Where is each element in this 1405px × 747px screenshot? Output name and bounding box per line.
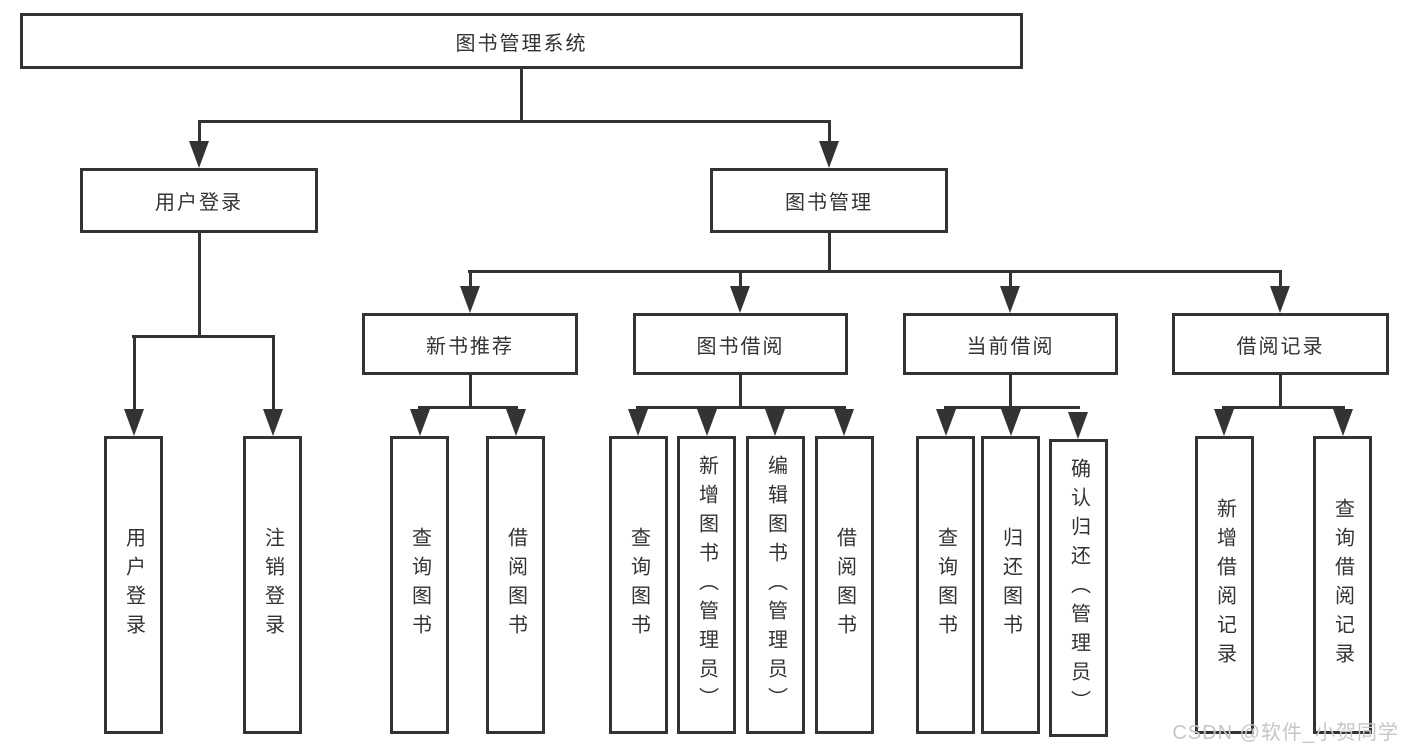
csdn-watermark: CSDN @软件_小贺同学	[1172, 722, 1399, 744]
leaf-br-query-record-label: 查询借阅记录	[1331, 498, 1354, 672]
connector-segment	[1222, 406, 1345, 409]
arrowhead-down-icon	[263, 409, 283, 436]
arrowhead-down-icon	[936, 409, 956, 436]
connector-segment	[739, 270, 742, 288]
node-root-label: 图书管理系统	[455, 32, 588, 55]
leaf-rec-borrow-book: 借阅图书	[486, 436, 545, 734]
connector-segment	[1009, 270, 1012, 288]
leaf-bb-borrow-book-label: 借阅图书	[833, 527, 856, 643]
arrowhead-down-icon	[1214, 409, 1234, 436]
connector-segment	[520, 68, 523, 121]
leaf-user-login: 用户登录	[104, 436, 163, 734]
connector-segment	[739, 375, 742, 409]
leaf-logout-label: 注销登录	[261, 527, 284, 643]
arrowhead-down-icon	[189, 141, 209, 168]
arrowhead-down-icon	[628, 409, 648, 436]
leaf-cb-confirm-return-admin: 确认归还（管理员）	[1049, 439, 1108, 737]
node-root-library-system: 图书管理系统	[20, 13, 1023, 69]
leaf-cb-return-book-label: 归还图书	[999, 527, 1022, 643]
arrowhead-down-icon	[834, 409, 854, 436]
leaf-cb-query-book: 查询图书	[916, 436, 975, 734]
node-book-management-label: 图书管理	[785, 192, 873, 214]
arrowhead-down-icon	[1270, 286, 1290, 313]
connector-segment	[1279, 270, 1282, 288]
node-user-login-label: 用户登录	[155, 192, 243, 214]
connector-segment	[132, 335, 275, 338]
connector-segment	[468, 270, 1282, 273]
connector-segment	[636, 406, 846, 409]
node-new-book-recommend-label: 新书推荐	[426, 335, 514, 358]
leaf-bb-query-book-label: 查询图书	[627, 527, 650, 643]
leaf-rec-query-book: 查询图书	[390, 436, 449, 734]
connector-segment	[469, 270, 472, 288]
arrowhead-down-icon	[1333, 409, 1353, 436]
connector-segment	[198, 120, 831, 123]
node-current-borrow-label: 当前借阅	[966, 335, 1055, 358]
node-user-login: 用户登录	[80, 168, 318, 233]
node-new-book-recommend: 新书推荐	[362, 313, 578, 375]
node-book-borrow: 图书借阅	[633, 313, 848, 375]
leaf-bb-add-book-admin-label: 新增图书（管理员）	[695, 454, 718, 716]
arrowhead-down-icon	[506, 409, 526, 436]
connector-segment	[198, 232, 201, 337]
connector-segment	[1009, 375, 1012, 409]
leaf-bb-query-book: 查询图书	[609, 436, 668, 734]
leaf-cb-return-book: 归还图书	[981, 436, 1040, 734]
leaf-logout: 注销登录	[243, 436, 302, 734]
leaf-user-login-label: 用户登录	[122, 527, 145, 643]
connector-segment	[418, 406, 518, 409]
arrowhead-down-icon	[765, 409, 785, 436]
arrowhead-down-icon	[1068, 412, 1088, 439]
connector-segment	[469, 375, 472, 409]
node-borrow-record-label: 借阅记录	[1236, 335, 1325, 358]
node-current-borrow: 当前借阅	[903, 313, 1118, 375]
connector-segment	[133, 335, 136, 411]
arrowhead-down-icon	[124, 409, 144, 436]
leaf-bb-borrow-book: 借阅图书	[815, 436, 874, 734]
arrowhead-down-icon	[819, 141, 839, 168]
leaf-bb-edit-book-admin-label: 编辑图书（管理员）	[764, 454, 787, 716]
arrowhead-down-icon	[730, 286, 750, 313]
connector-segment	[272, 335, 275, 411]
connector-segment	[1279, 375, 1282, 409]
node-borrow-record: 借阅记录	[1172, 313, 1389, 375]
leaf-cb-query-book-label: 查询图书	[934, 527, 957, 643]
leaf-br-query-record: 查询借阅记录	[1313, 436, 1372, 734]
leaf-bb-edit-book-admin: 编辑图书（管理员）	[746, 436, 805, 734]
connector-segment	[198, 120, 201, 143]
connector-segment	[944, 406, 1080, 409]
arrowhead-down-icon	[697, 409, 717, 436]
arrowhead-down-icon	[460, 286, 480, 313]
leaf-rec-query-book-label: 查询图书	[408, 527, 431, 643]
connector-segment	[828, 232, 831, 273]
leaf-bb-add-book-admin: 新增图书（管理员）	[677, 436, 736, 734]
arrowhead-down-icon	[410, 409, 430, 436]
node-book-management: 图书管理	[710, 168, 948, 233]
leaf-cb-confirm-return-admin-label: 确认归还（管理员）	[1067, 457, 1090, 719]
leaf-br-add-record-label: 新增借阅记录	[1213, 498, 1236, 672]
leaf-rec-borrow-book-label: 借阅图书	[504, 527, 527, 643]
node-book-borrow-label: 图书借阅	[696, 335, 785, 358]
connector-segment	[828, 120, 831, 143]
arrowhead-down-icon	[1001, 409, 1021, 436]
arrowhead-down-icon	[1000, 286, 1020, 313]
leaf-br-add-record: 新增借阅记录	[1195, 436, 1254, 734]
